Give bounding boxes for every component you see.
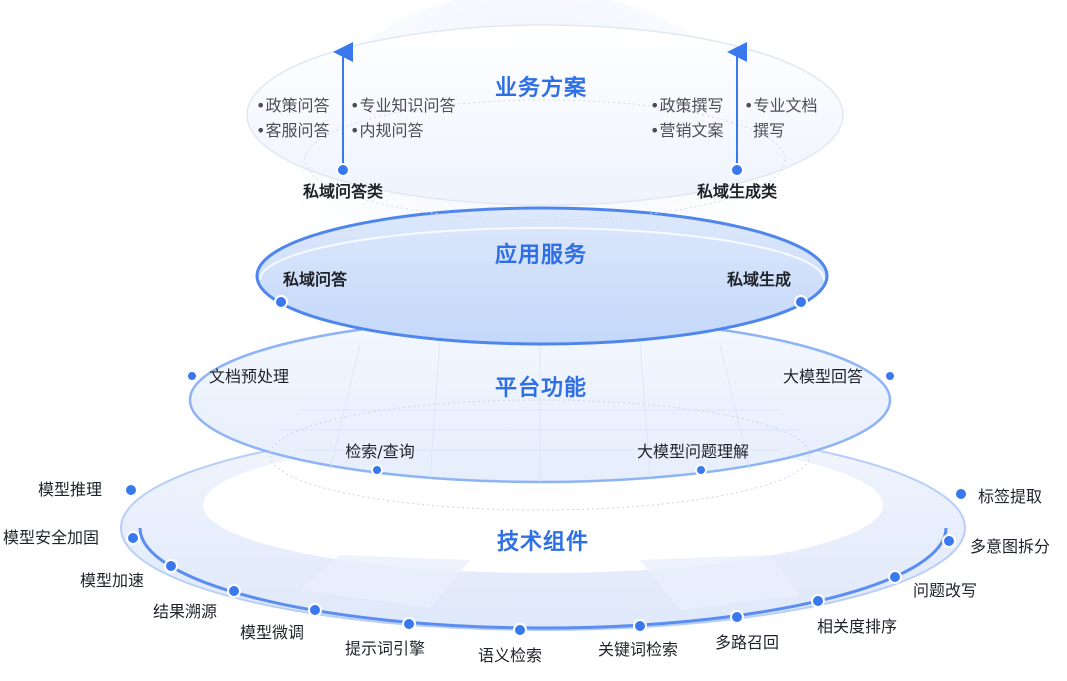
dot-platform-3 [695, 464, 707, 476]
business-left-name: 私域问答类 [302, 182, 384, 201]
dot-tech-10 [888, 570, 902, 584]
platform-item-3: 大模型问题理解 [636, 442, 750, 461]
dot-platform-1 [884, 370, 896, 382]
bullet-item: •专业文档 [744, 96, 818, 115]
dot-business-left [336, 163, 350, 177]
dot-tech-11 [942, 534, 956, 548]
tech-item-query-rewrite: 问题改写 [913, 581, 978, 600]
dot-tech-8 [730, 610, 744, 624]
tech-item-relevance-ranking: 相关度排序 [817, 617, 898, 636]
bullet-item: •客服问答 [256, 121, 330, 140]
business-left-col2: •专业知识问答 •内规问答 [350, 93, 455, 143]
tech-item-intent-split: 多意图拆分 [970, 537, 1051, 556]
business-right-col2: •专业文档 撰写 [744, 93, 817, 143]
dot-tech-1 [126, 531, 140, 545]
platform-item-0: 文档预处理 [209, 367, 290, 386]
tech-item-prompt-engine: 提示词引擎 [345, 639, 426, 658]
dot-tech-2 [164, 559, 178, 573]
dot-tech-0 [124, 483, 138, 497]
tech-item-result-tracing: 结果溯源 [153, 602, 218, 621]
tech-title: 技术组件 [496, 530, 590, 555]
tech-item-tag-extraction: 标签提取 [978, 487, 1043, 506]
platform-item-1: 大模型回答 [783, 367, 864, 386]
bullet-item: 撰写 [753, 121, 786, 140]
business-title: 业务方案 [494, 76, 588, 101]
dot-app-left [274, 295, 288, 309]
dot-tech-12 [954, 487, 968, 501]
business-ellipse [246, 24, 844, 221]
dot-app-right [794, 295, 808, 309]
dot-tech-3 [227, 584, 241, 598]
tech-item-model-acceleration: 模型加速 [80, 571, 145, 590]
tech-item-keyword-search: 关键词检索 [598, 640, 679, 659]
business-right-col1: •政策撰写 •营销文案 [650, 93, 723, 143]
business-right-name: 私域生成类 [696, 182, 778, 201]
bullet-item: •专业知识问答 [350, 96, 456, 115]
tech-item-multi-recall: 多路召回 [715, 633, 780, 652]
platform-ring [188, 316, 892, 511]
bullet-item: •营销文案 [650, 121, 724, 140]
tech-item-model-security: 模型安全加固 [3, 528, 100, 547]
tech-item-model-inference: 模型推理 [38, 480, 103, 499]
tech-item-model-finetune: 模型微调 [240, 623, 305, 642]
dot-tech-7 [633, 619, 647, 633]
application-ring [255, 206, 829, 346]
platform-title: 平台功能 [494, 376, 588, 401]
bullet-item: •内规问答 [350, 121, 424, 140]
application-title: 应用服务 [494, 243, 588, 268]
dot-business-right [730, 163, 744, 177]
bullet-item: •政策问答 [256, 96, 330, 115]
bullet-item: •政策撰写 [650, 96, 724, 115]
dot-tech-6 [513, 623, 527, 637]
dot-platform-2 [371, 464, 383, 476]
dot-tech-4 [308, 603, 322, 617]
tech-item-semantic-search: 语义检索 [478, 646, 543, 665]
application-right-label: 私域生成 [727, 270, 792, 289]
platform-item-2: 检索/查询 [345, 442, 415, 461]
dot-tech-5 [402, 617, 416, 631]
application-left-label: 私域问答 [283, 270, 348, 289]
business-left-col1: •政策问答 •客服问答 [256, 93, 329, 143]
dot-tech-9 [811, 594, 825, 608]
dot-platform-0 [186, 370, 198, 382]
